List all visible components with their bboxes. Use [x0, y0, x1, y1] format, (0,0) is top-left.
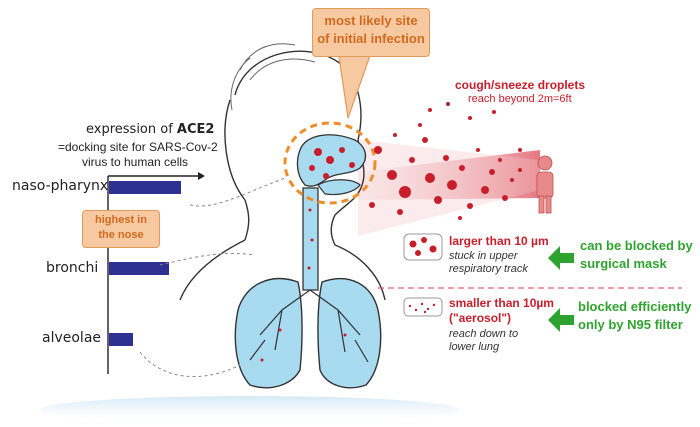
callout-line1: most likely site [324, 13, 418, 28]
droplet [399, 186, 411, 198]
ace2-prefix: expression of [86, 122, 177, 137]
left-lung [234, 277, 303, 389]
droplet [518, 168, 522, 172]
right-lung [317, 277, 382, 389]
large-sub2: respiratory track [449, 263, 528, 275]
highest-line1: highest in [95, 214, 147, 226]
large-blocked-2: surgical mask [580, 256, 667, 271]
droplet [323, 173, 329, 179]
ace2-desc-2: virus to human cells [82, 155, 189, 169]
ace2-bar-naso-pharynx [109, 181, 181, 194]
droplet [314, 148, 322, 156]
ace2-desc-1: =docking site for SARS-Cov-2 [58, 140, 218, 154]
ace2-heading: expression of ACE2 [86, 122, 214, 137]
droplet [481, 186, 489, 194]
ace2-bold: ACE2 [176, 122, 215, 137]
lungs [234, 277, 382, 389]
large-blocked-1: can be blocked by [580, 238, 693, 253]
droplet [418, 123, 422, 127]
leader-lines [139, 177, 286, 377]
droplet [510, 178, 514, 182]
droplet [458, 216, 462, 220]
droplet [369, 202, 375, 208]
small-title2: ("aerosol") [449, 311, 512, 325]
label-naso-pharynx: naso-pharynx [12, 178, 109, 194]
droplet [393, 133, 397, 137]
ace2-bar-alveolae [109, 333, 133, 346]
callout-pointer [337, 49, 373, 119]
trachea [302, 187, 319, 291]
floor-shadow [40, 396, 460, 424]
droplet [387, 170, 397, 180]
small-blocked-2: only by N95 filter [578, 317, 683, 332]
droplet [502, 195, 508, 201]
droplet [428, 108, 432, 112]
large-droplets [409, 237, 437, 256]
droplet [492, 110, 496, 114]
label-alveolae: alveolae [42, 330, 102, 346]
label-bronchi: bronchi [46, 260, 99, 276]
droplet [425, 173, 435, 183]
droplet [476, 148, 480, 152]
highest-callout: highest in the nose [82, 210, 160, 248]
droplets-sub: reach beyond 2m=6ft [468, 93, 572, 105]
droplet [307, 266, 311, 270]
small-droplet-box [403, 297, 443, 317]
callout-line2: of initial infection [317, 31, 425, 46]
droplet [446, 102, 450, 106]
spray-droplets [369, 102, 522, 220]
droplet [518, 148, 522, 152]
droplet [326, 156, 334, 164]
small-title: smaller than 10µm [449, 296, 554, 310]
droplet [310, 238, 314, 242]
small-blocked-1: blocked efficiently [578, 299, 692, 314]
droplet [422, 137, 428, 143]
droplet [447, 180, 457, 190]
droplet [309, 165, 315, 171]
ace2-axis [107, 172, 205, 374]
droplet [443, 155, 449, 161]
person-outline [179, 43, 386, 301]
infection-site-circle [283, 121, 377, 205]
airway-droplets [260, 147, 355, 362]
droplet [339, 147, 345, 153]
highest-line2: the nose [98, 229, 144, 241]
droplet [489, 169, 495, 175]
droplet [409, 157, 415, 163]
droplet [459, 165, 465, 171]
droplet [349, 162, 355, 168]
droplet [498, 158, 502, 162]
large-droplet-box [403, 233, 443, 261]
mouth-cavity [317, 179, 361, 196]
droplet [468, 116, 472, 120]
droplet [260, 358, 264, 362]
ace2-bars [109, 181, 181, 346]
small-sub1: reach down to [449, 328, 519, 340]
small-sub2: lower lung [449, 341, 500, 353]
large-sub1: stuck in upper [449, 250, 518, 262]
droplet [434, 196, 442, 204]
ace2-bar-bronchi [109, 262, 169, 275]
infection-site-callout: most likely site of initial infection [312, 8, 430, 57]
large-title: larger than 10 µm [449, 234, 549, 248]
person-figure [536, 155, 554, 214]
green-arrow-bottom [548, 308, 574, 332]
droplet [467, 203, 473, 209]
droplet [308, 208, 312, 212]
droplet [278, 328, 282, 332]
droplets-title: cough/sneeze droplets [455, 78, 586, 92]
droplet [343, 333, 347, 337]
droplet [397, 209, 403, 215]
green-arrow-top [548, 246, 574, 270]
small-droplets [408, 302, 436, 314]
droplet [374, 146, 382, 154]
